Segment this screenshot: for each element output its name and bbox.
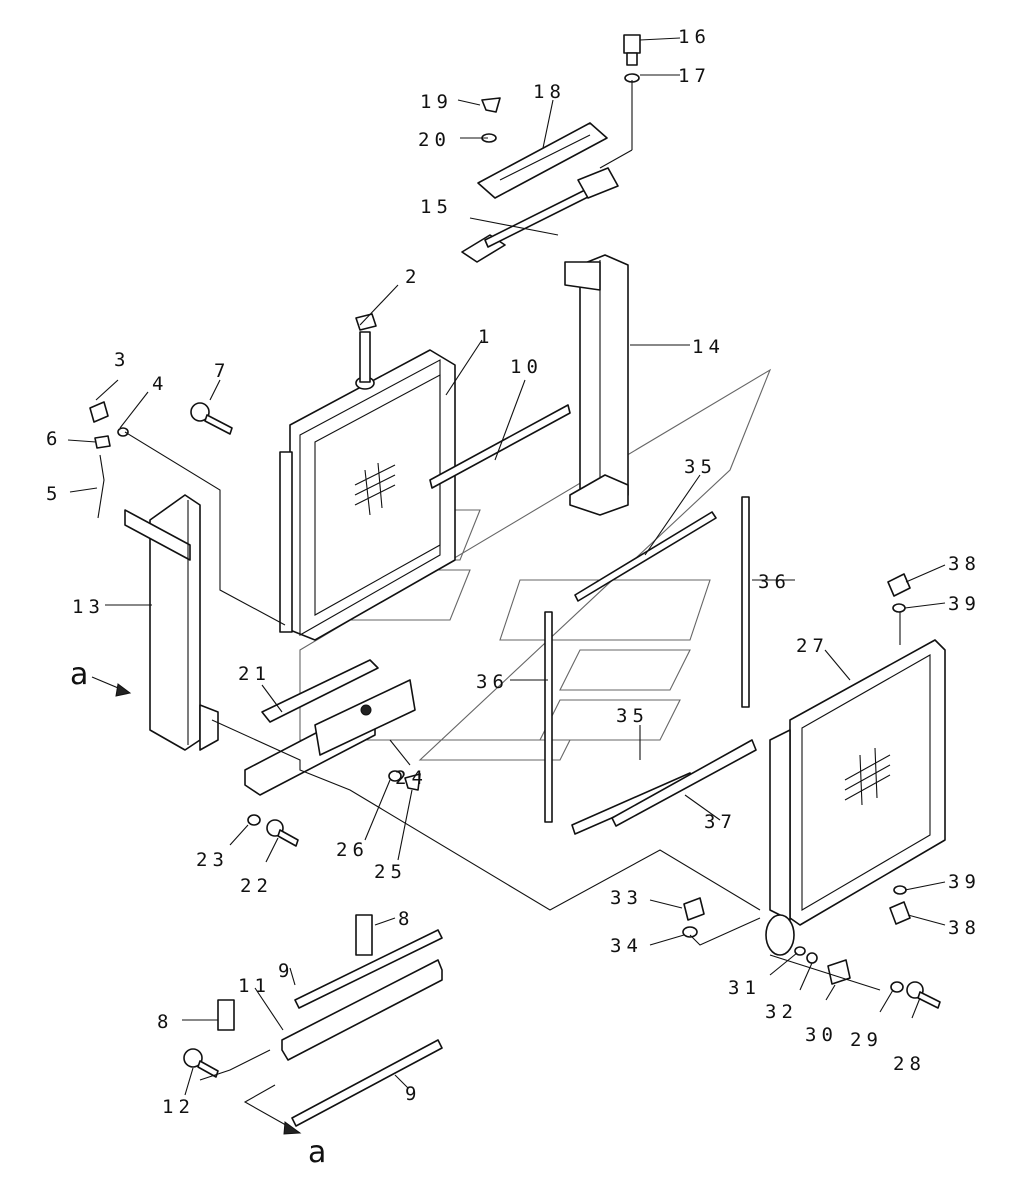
view-arrow-bottom: [243, 1084, 302, 1135]
rail-11: [281, 959, 443, 1061]
label-17: 17: [678, 65, 711, 87]
seal-35-upper: [574, 511, 717, 602]
clip-8-lower: [217, 999, 235, 1031]
clip-8-upper: [355, 914, 373, 956]
view-marker-bottom: a: [308, 1135, 326, 1170]
label-13: 13: [72, 596, 105, 618]
view-arrow-top: [91, 676, 132, 697]
label-7: 7: [214, 360, 230, 382]
label-14: 14: [692, 336, 725, 358]
wing-nut-25: [404, 773, 421, 791]
label-33: 33: [610, 887, 643, 909]
plug-38-lower: [889, 901, 911, 925]
label-8-upper: 8: [398, 908, 414, 930]
label-38-lower: 38: [948, 917, 981, 939]
label-30: 30: [805, 1024, 838, 1046]
callout-labels: 1 2 3 4 5 6 7 8 8 9 9 10 11 12 13 14 15 …: [46, 26, 981, 1170]
label-29: 29: [850, 1029, 883, 1051]
label-36-left: 36: [476, 671, 509, 693]
label-2: 2: [405, 266, 421, 288]
bolt-28: [906, 981, 941, 1009]
label-35-lower: 35: [616, 705, 649, 727]
bolt-7: [190, 402, 233, 435]
seal-37: [611, 739, 757, 827]
label-39-upper: 39: [948, 593, 981, 615]
left-bracket-13: [124, 494, 219, 751]
label-25: 25: [374, 861, 407, 883]
label-1: 1: [478, 326, 494, 348]
label-26: 26: [336, 839, 369, 861]
radiator-core: [279, 331, 456, 641]
seal-36-right: [741, 496, 750, 708]
label-35-upper: 35: [684, 456, 717, 478]
seal-9-lower: [291, 1039, 443, 1127]
label-38-upper: 38: [948, 553, 981, 575]
label-16: 16: [678, 26, 711, 48]
plug-33: [683, 897, 705, 921]
washer-26: [388, 770, 402, 782]
seal-9-upper: [294, 929, 443, 1009]
support-rod-15: [461, 167, 619, 263]
label-11: 11: [238, 975, 271, 997]
label-37: 37: [704, 811, 737, 833]
label-31: 31: [728, 977, 761, 999]
washer-29: [890, 981, 904, 993]
label-34: 34: [610, 935, 643, 957]
washer-23: [247, 814, 261, 826]
plate-18: [477, 122, 608, 199]
label-23: 23: [196, 849, 229, 871]
label-8-lower: 8: [157, 1011, 173, 1033]
label-4: 4: [152, 373, 168, 395]
label-3: 3: [114, 349, 130, 371]
label-27: 27: [796, 635, 829, 657]
bolt-12: [183, 1048, 219, 1078]
seal-34: [682, 926, 698, 938]
label-18: 18: [533, 81, 566, 103]
seal-39-lower: [893, 885, 907, 895]
label-19: 19: [420, 91, 453, 113]
label-5: 5: [46, 483, 62, 505]
label-6: 6: [46, 428, 62, 450]
label-10: 10: [510, 356, 543, 378]
label-9-upper: 9: [278, 960, 294, 982]
oil-cooler-27: [765, 639, 946, 956]
wing-nut-19: [481, 97, 501, 113]
bolt-22: [266, 819, 299, 847]
bracket-24: [314, 679, 416, 756]
plug-38-upper: [887, 573, 911, 597]
label-12: 12: [162, 1096, 195, 1118]
leader-lines: [67, 37, 946, 1096]
label-21: 21: [238, 663, 271, 685]
seal-36-left: [544, 611, 553, 823]
label-39-lower: 39: [948, 871, 981, 893]
drain-fitting: [89, 401, 129, 519]
label-20: 20: [418, 129, 451, 151]
label-28: 28: [893, 1053, 926, 1075]
bolt-16: [623, 34, 641, 66]
label-22: 22: [240, 875, 273, 897]
label-24: 24: [395, 767, 428, 789]
right-bracket-14: [564, 254, 629, 516]
label-9-lower: 9: [405, 1083, 421, 1105]
seal-39-upper: [892, 603, 906, 613]
radiator-cap: [355, 313, 377, 331]
seal-31: [794, 946, 806, 956]
seal-32: [806, 952, 818, 964]
label-32: 32: [765, 1001, 798, 1023]
plug-30: [827, 959, 851, 985]
label-15: 15: [420, 196, 453, 218]
label-36-right: 36: [758, 571, 791, 593]
view-marker-top: a: [70, 657, 88, 692]
